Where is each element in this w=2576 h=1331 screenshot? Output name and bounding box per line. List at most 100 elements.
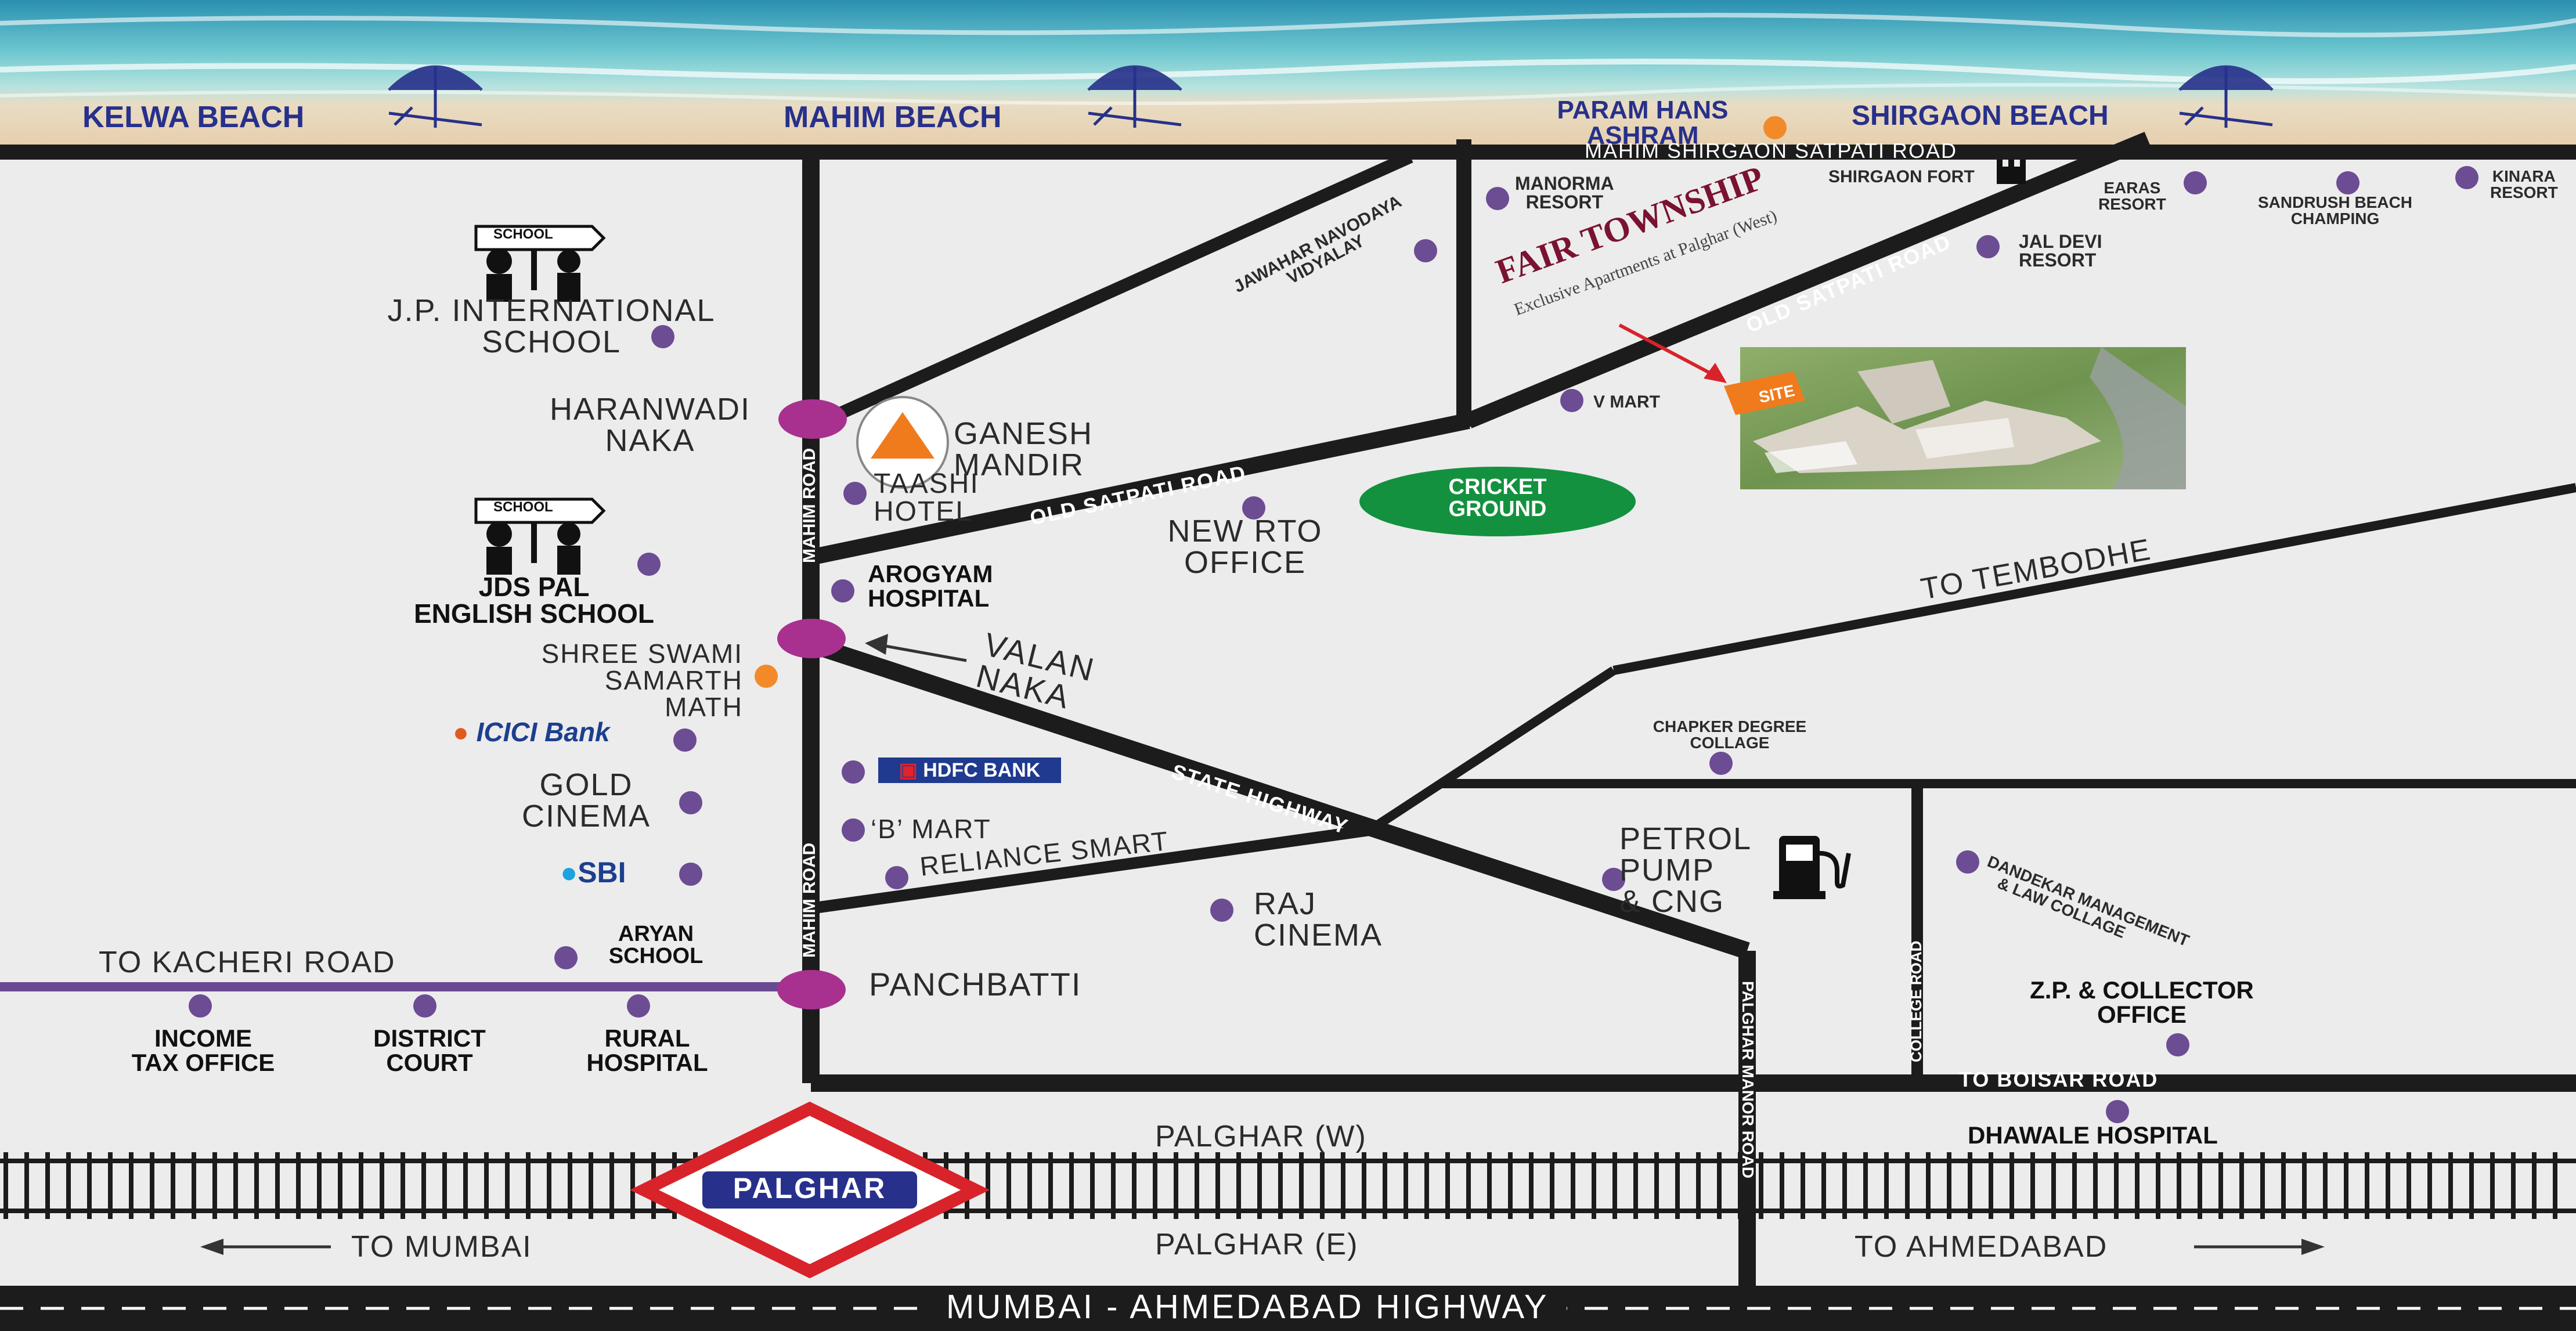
marker-dot [637, 553, 661, 576]
area-label: PALGHAR (W) [1155, 1120, 1367, 1153]
road-label-top: MAHIM SHIRGAON SATPATI ROAD [1585, 139, 1958, 163]
site-tag-shape [1724, 371, 1805, 415]
road-label: MAHIM ROAD [800, 448, 819, 563]
marker-dot [2106, 1100, 2129, 1123]
road-label: MAHIM ROAD [800, 842, 819, 958]
marker-dot [2166, 1033, 2189, 1056]
marker-dot [679, 863, 702, 886]
area-label: PALGHAR (E) [1155, 1228, 1359, 1261]
marker-dot [1560, 389, 1583, 412]
station-label: PALGHAR [733, 1172, 887, 1204]
road-label: TO BOISAR ROAD [1959, 1067, 2159, 1091]
marker-dot [1763, 116, 1787, 139]
road-label: PALGHAR MANOR ROAD [1739, 981, 1757, 1179]
direction-label: TO MUMBAI [351, 1230, 532, 1264]
junction-valan [777, 619, 846, 658]
school-sign-label: SCHOOL [493, 226, 553, 242]
marker-dot [1242, 496, 1265, 520]
site-aerial-image [1740, 347, 2186, 489]
marker-dot [885, 866, 908, 889]
place-label: ‘B’ MART [871, 814, 991, 844]
marker-dot [1602, 868, 1625, 891]
marker-dot [413, 994, 436, 1018]
marker-dot [1414, 239, 1437, 262]
highway-label: MUMBAI - AHMEDABAD HIGHWAY [929, 1286, 1567, 1328]
school-icon [474, 497, 606, 575]
fort-icon [1997, 160, 2026, 184]
hdfc-logo: ▣ HDFC BANK [878, 758, 1061, 783]
umbrella-icon [388, 65, 483, 128]
place-label: V MART [1593, 392, 1660, 412]
marker-dot [554, 946, 578, 969]
marker-dot [843, 482, 867, 505]
road-network [0, 132, 2576, 1286]
fuel-pump-icon [1773, 836, 1851, 899]
school-icon [474, 225, 606, 302]
railway-track [0, 1152, 2576, 1219]
umbrella-icon [2178, 65, 2274, 128]
marker-dot [842, 818, 865, 842]
marker-dot [1486, 187, 1509, 210]
marker-dot [755, 665, 778, 688]
place-label: PANCHBATTI [869, 966, 1082, 1002]
cricket-ground-shape [1359, 467, 1636, 536]
marker-dot [1709, 752, 1733, 775]
marker-dot [1976, 235, 2000, 258]
place-label: DHAWALE HOSPITAL [1968, 1121, 2218, 1149]
place-label: SHIRGAON FORT [1828, 167, 1975, 186]
marker-dot [2184, 171, 2207, 194]
school-sign-label: SCHOOL [493, 499, 553, 515]
marker-dot [2336, 171, 2359, 194]
junction-haranwadi [778, 399, 847, 439]
umbrella-icon [1087, 65, 1182, 128]
beach-label: KELWA BEACH [82, 100, 305, 134]
marker-dot [842, 760, 865, 784]
marker-dot [2455, 166, 2478, 189]
site-pointer-arrow [1618, 323, 1719, 379]
beach-label: SHIRGAON BEACH [1852, 100, 2109, 131]
junction-panchbatti [777, 970, 846, 1009]
marker-dot [1210, 899, 1233, 922]
beach-label: MAHIM BEACH [784, 100, 1002, 134]
land-area [0, 145, 2576, 1286]
icici-logo: ● ICICI Bank [453, 717, 610, 747]
road-label: TO KACHERI ROAD [99, 946, 396, 979]
marker-dot [673, 728, 697, 752]
marker-dot [189, 994, 212, 1018]
station-symbol [630, 1101, 990, 1279]
sbi-logo: ●SBI [560, 856, 626, 889]
marker-dot [651, 325, 674, 348]
marker-dot [627, 994, 650, 1018]
direction-label: TO AHMEDABAD [1855, 1230, 2108, 1264]
marker-dot [831, 579, 854, 603]
road-label: COLLEGE ROAD [1907, 940, 1925, 1062]
temple-icon [856, 396, 949, 489]
marker-dot [1956, 850, 1979, 874]
marker-dot [679, 791, 702, 814]
